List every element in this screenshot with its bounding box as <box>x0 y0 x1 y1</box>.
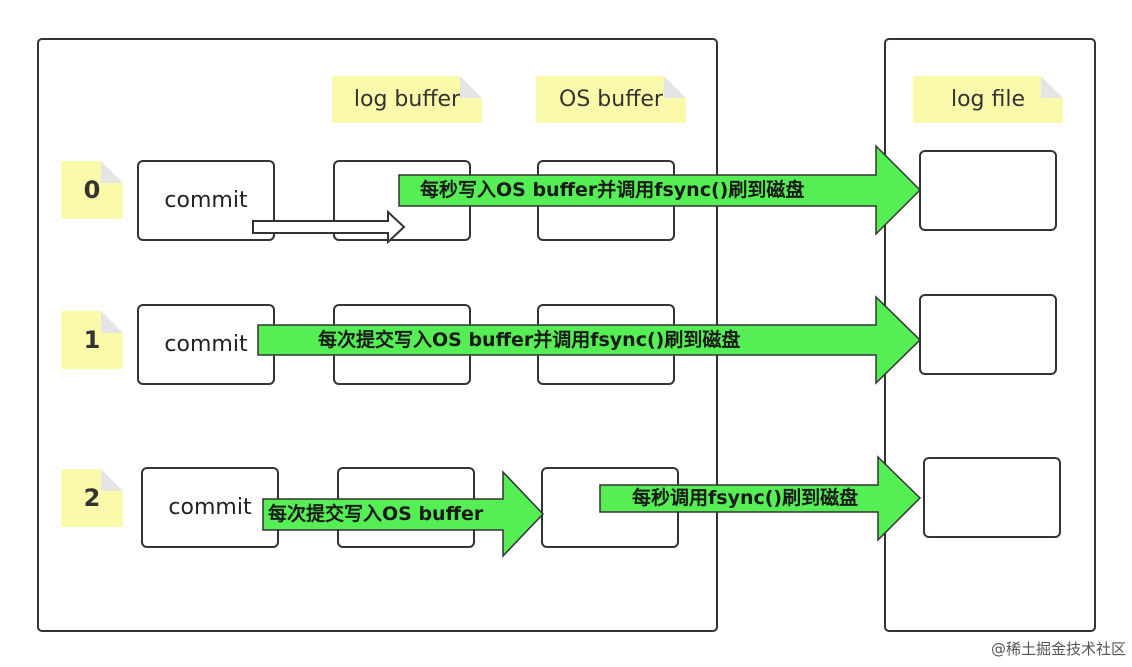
row-0-number-text: 0 <box>83 176 101 204</box>
row-1-number-text: 1 <box>83 326 101 354</box>
log-buffer-header: log buffer <box>332 76 482 123</box>
row-2-right-arrow <box>599 455 922 542</box>
row-1-arrow-label: 每次提交写入OS buffer并调用fsync()刷到磁盘 <box>318 329 741 351</box>
row-0-number: 0 <box>61 161 123 219</box>
row-2-number-text: 2 <box>83 484 101 512</box>
row-1-green-arrow <box>257 295 922 385</box>
os-buffer-header: OS buffer <box>536 76 686 123</box>
watermark: @稀土掘金技术社区 <box>990 640 1126 658</box>
log-buffer-header-text: log buffer <box>353 87 461 112</box>
row-0-arrow-label: 每秒写入OS buffer并调用fsync()刷到磁盘 <box>420 179 805 201</box>
row-2-number: 2 <box>61 469 123 527</box>
row-1-commit-box: commit <box>137 304 275 385</box>
log-file-header-text: log file <box>950 87 1026 112</box>
row-0-commit-text: commit <box>164 188 248 213</box>
row-2-commit-text: commit <box>168 495 252 520</box>
row-1-commit-text: commit <box>164 332 248 357</box>
row-0-log-file-box <box>919 150 1057 231</box>
row-2-mid-arrow <box>262 470 545 558</box>
log-file-header: log file <box>913 76 1063 123</box>
row-1-number: 1 <box>61 311 123 369</box>
row-1-log-file-box <box>919 294 1057 375</box>
row-0-green-arrow <box>398 144 922 236</box>
row-0-hollow-arrow <box>252 209 406 245</box>
os-buffer-header-text: OS buffer <box>559 87 663 112</box>
row-2-right-arrow-label: 每秒调用fsync()刷到磁盘 <box>632 487 859 509</box>
row-2-log-file-box <box>923 457 1061 538</box>
row-2-commit-box: commit <box>141 467 279 548</box>
row-2-mid-arrow-label: 每次提交写入OS buffer <box>268 503 484 525</box>
